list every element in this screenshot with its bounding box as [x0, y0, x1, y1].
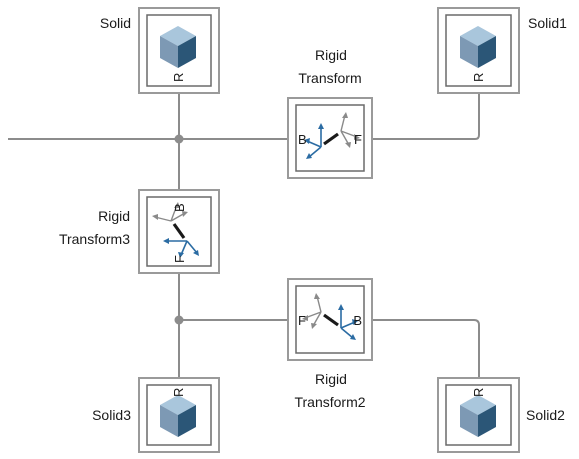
rigid-transform3-block[interactable]: B F	[138, 189, 220, 274]
rigid-transform-port-b: B	[298, 132, 307, 147]
rigid-transform2-port-b: B	[353, 313, 362, 328]
solid1-label: Solid1	[528, 15, 567, 31]
solid3-label: Solid3	[92, 407, 131, 423]
solid1-block[interactable]: R	[437, 7, 520, 94]
rigid-transform-label-line2: Transform	[298, 70, 361, 86]
rigid-transform2-block[interactable]: F B	[287, 278, 373, 361]
rigid-transform3-port-b: B	[172, 203, 187, 212]
connection-lines	[8, 93, 480, 378]
solid3-port-r: R	[171, 388, 186, 397]
rigid-transform3-port-f: F	[172, 255, 187, 263]
rigid-transform3-label-line2: Transform3	[59, 231, 130, 247]
rigid-transform2-label-line2: Transform2	[294, 394, 365, 410]
rigid-transform2-port-f: F	[298, 313, 306, 328]
solid2-block[interactable]: R	[437, 377, 520, 453]
rigid-transform-block[interactable]: B F	[287, 97, 373, 179]
solid-block[interactable]: R	[138, 7, 220, 94]
solid1-port-r: R	[471, 73, 486, 82]
solid2-port-r: R	[471, 388, 486, 397]
solid2-label: Solid2	[526, 407, 565, 423]
rigid-transform-label-line1: Rigid	[315, 47, 347, 63]
solid3-block[interactable]: R	[138, 377, 220, 453]
rigid-transform-port-f: F	[354, 132, 362, 147]
rigid-transform2-label-line1: Rigid	[315, 371, 347, 387]
solid-port-r: R	[171, 73, 186, 82]
solid-label: Solid	[100, 15, 131, 31]
rigid-transform3-label-line1: Rigid	[98, 208, 130, 224]
